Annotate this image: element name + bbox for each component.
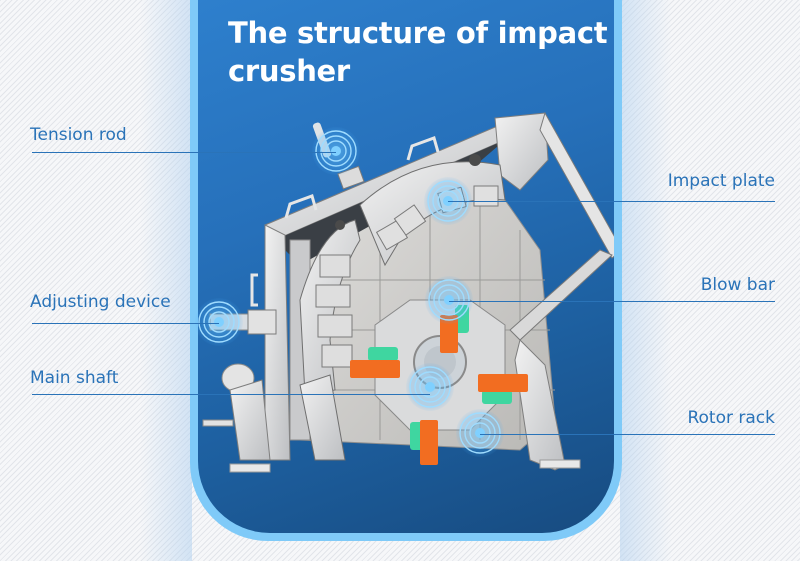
leader-line-tension-rod [32,152,336,153]
target-marker-rotor-rack [456,409,504,457]
target-marker-tension-rod [312,127,360,175]
target-marker-main-shaft [406,363,454,411]
impact-crusher-illustration [202,111,614,473]
label-adjusting-device: Adjusting device [30,292,171,312]
leader-line-rotor-rack [480,434,775,435]
label-impact-plate: Impact plate [667,171,775,191]
background-glow-left [140,0,192,561]
leader-line-impact-plate [448,201,775,202]
label-rotor-rack: Rotor rack [687,408,775,428]
background-glow-right [620,0,672,561]
target-marker-blow-bar [425,276,473,324]
diagram-title: The structure of impact crusher [228,16,608,88]
label-tension-rod: Tension rod [30,125,127,145]
leader-line-main-shaft [32,394,430,395]
leader-line-blow-bar [449,301,775,302]
target-marker-adjusting-device [195,298,243,346]
label-blow-bar: Blow bar [700,275,775,295]
leader-line-adjusting-device [32,323,219,324]
label-main-shaft: Main shaft [30,368,119,388]
